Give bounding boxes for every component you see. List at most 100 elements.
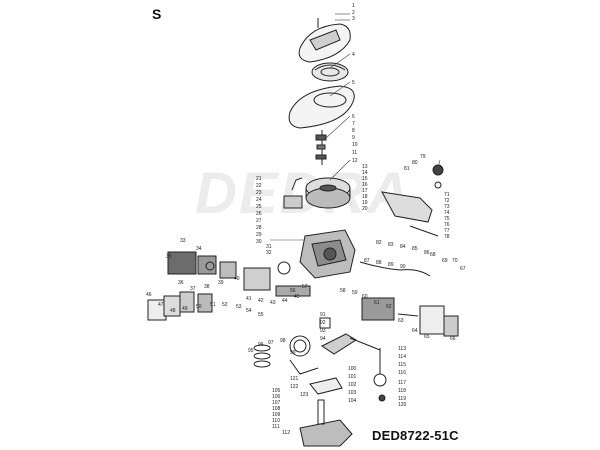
callout-number: 23 <box>256 190 262 196</box>
callout-number: 73 <box>444 204 450 210</box>
callout-number: 103 <box>348 390 357 396</box>
callout-number: 33 <box>180 238 186 244</box>
piston-rings-part <box>253 344 271 368</box>
air-filter-housing-part <box>167 251 237 279</box>
callout-number: 115 <box>398 362 406 368</box>
callout-number: 112 <box>282 430 290 436</box>
callout-number: 89 <box>388 262 394 268</box>
callout-number: 27 <box>256 218 262 224</box>
callout-number: 70 <box>452 258 458 264</box>
callout-number: 105 <box>272 388 281 394</box>
callout-number: 109 <box>272 412 281 418</box>
callout-number: 63 <box>398 318 404 324</box>
callout-number: 74 <box>444 210 450 216</box>
callout-number: 118 <box>398 388 406 394</box>
callout-number: 104 <box>348 398 357 404</box>
callout-number: 107 <box>272 400 281 406</box>
callout-number: 14 <box>362 170 368 176</box>
callout-number: 51 <box>210 302 216 308</box>
callout-number: 90 <box>400 264 406 270</box>
engine-cover-top-part <box>298 18 351 63</box>
callout-number: 108 <box>272 406 281 412</box>
callout-number: 13 <box>362 164 368 170</box>
callout-number: 102 <box>348 382 357 388</box>
callout-number: 29 <box>256 232 262 238</box>
callout-number: 53 <box>236 304 242 310</box>
callout-number: 41 <box>246 296 252 302</box>
callout-number: 36 <box>178 280 184 286</box>
callout-number: 68 <box>430 252 436 258</box>
callout-number: 28 <box>256 225 262 231</box>
callout-number: 25 <box>256 204 262 210</box>
callout-number: 19 <box>362 200 368 206</box>
ignition-coil-part <box>283 177 303 209</box>
bolt-stack-part <box>315 130 327 165</box>
callout-number: 78 <box>444 234 450 240</box>
callout-number: 110 <box>272 418 280 424</box>
engine-block-part <box>299 229 356 279</box>
callout-number: 30 <box>256 239 262 245</box>
callout-number: 40 <box>234 276 240 282</box>
piston-part <box>289 317 331 375</box>
callout-number: 1 <box>352 3 355 9</box>
callout-number: 75 <box>444 216 450 222</box>
callout-number: 67 <box>460 266 466 272</box>
callout-number: 81 <box>404 166 410 172</box>
callout-number: 71 <box>444 192 450 198</box>
callout-number: 39 <box>218 280 224 286</box>
callout-number: 106 <box>272 394 281 400</box>
callout-number: 97 <box>268 340 274 346</box>
callout-number: 47 <box>158 302 164 308</box>
callout-number: 34 <box>196 246 202 252</box>
throttle-bracket-part <box>381 164 444 237</box>
callout-number: 88 <box>376 260 382 266</box>
callout-number: 66 <box>450 336 456 342</box>
callout-number: 85 <box>412 246 418 252</box>
callout-number: 15 <box>362 176 368 182</box>
callout-number: 54 <box>246 308 252 314</box>
callout-number: 98 <box>280 338 286 344</box>
callout-number: 79 <box>420 154 426 160</box>
callout-number: 20 <box>362 206 368 212</box>
callout-number: 48 <box>170 308 176 314</box>
callout-number: 2 <box>352 10 355 16</box>
callout-number: 120 <box>398 402 407 408</box>
callout-number: 83 <box>388 242 394 248</box>
fan-shroud-part <box>288 85 355 129</box>
callout-number: 96 <box>258 342 264 348</box>
callout-number: 113 <box>398 346 406 352</box>
callout-number: 4 <box>352 52 355 58</box>
valve-gear-part <box>373 348 387 402</box>
callout-number: 93 <box>320 328 326 334</box>
callout-number: 77 <box>444 228 450 234</box>
callout-number: 122 <box>290 384 299 390</box>
watermark-text: DEDRA <box>195 161 412 226</box>
callout-number: 72 <box>444 198 450 204</box>
callout-number: 26 <box>256 211 262 217</box>
gasket-stack-part <box>147 291 213 321</box>
callout-number: 82 <box>376 240 382 246</box>
callout-number: 21 <box>256 176 262 182</box>
callout-number: 99 <box>290 350 296 356</box>
callout-number: 9 <box>352 135 355 141</box>
callout-number: 123 <box>300 392 309 398</box>
callout-number: 76 <box>444 222 450 228</box>
callout-number: 64 <box>412 328 418 334</box>
callout-number: 10 <box>352 142 358 148</box>
callout-number: 60 <box>362 294 368 300</box>
callout-number: 117 <box>398 380 406 386</box>
callout-number: 62 <box>386 304 392 310</box>
callout-number: 12 <box>352 158 358 164</box>
callout-number: 114 <box>398 354 406 360</box>
callout-number: 119 <box>398 396 406 402</box>
callout-number: 95 <box>248 348 254 354</box>
callout-number: 116 <box>398 370 406 376</box>
crankcase-lower-part <box>299 399 353 447</box>
callout-number: 86 <box>424 250 430 256</box>
fuel-line-part <box>359 261 431 277</box>
callout-number: 6 <box>352 114 355 120</box>
muffler-part <box>361 297 459 337</box>
callout-number: 7 <box>352 121 355 127</box>
